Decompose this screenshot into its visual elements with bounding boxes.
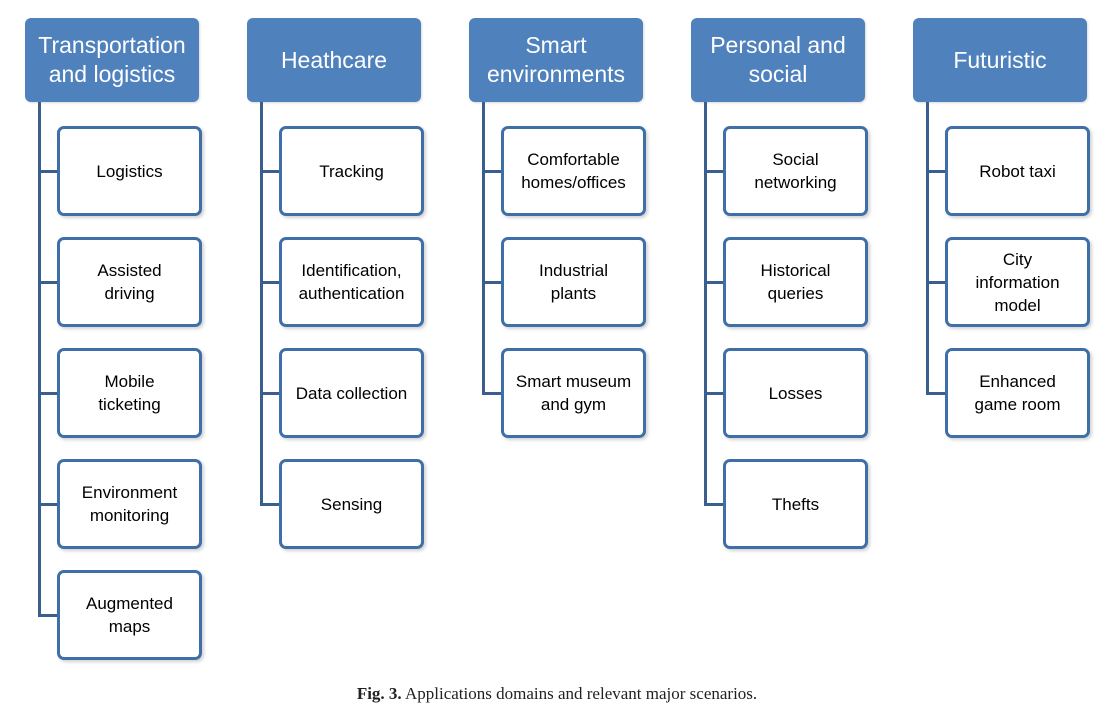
connector-branch (38, 503, 58, 506)
domain-header: Futuristic (913, 18, 1087, 102)
domain-header: Heathcare (247, 18, 421, 102)
connector-branch (38, 170, 58, 173)
connector-spine (38, 102, 41, 617)
scenario-box: Mobile ticketing (57, 348, 202, 438)
scenario-box: Tracking (279, 126, 424, 216)
scenario-box: Data collection (279, 348, 424, 438)
scenario-box: Historical queries (723, 237, 868, 327)
scenario-box: Thefts (723, 459, 868, 549)
connector-branch (38, 614, 58, 617)
domain-header: Personal and social (691, 18, 865, 102)
connector-branch (482, 281, 502, 284)
connector-spine (704, 102, 707, 506)
connector-branch (260, 170, 280, 173)
domain-header: Smart environments (469, 18, 643, 102)
connector-branch (926, 392, 946, 395)
connector-branch (260, 503, 280, 506)
connector-branch (704, 281, 724, 284)
domain-header: Transportation and logistics (25, 18, 199, 102)
figure-caption: Fig. 3. Applications domains and relevan… (0, 684, 1114, 704)
scenario-box: Logistics (57, 126, 202, 216)
scenario-box: Identification, authentication (279, 237, 424, 327)
connector-spine (926, 102, 929, 395)
connector-branch (482, 392, 502, 395)
connector-branch (926, 170, 946, 173)
connector-branch (704, 392, 724, 395)
scenario-box: City information model (945, 237, 1090, 327)
scenario-box: Assisted driving (57, 237, 202, 327)
caption-text: Applications domains and relevant major … (404, 684, 758, 703)
connector-branch (260, 392, 280, 395)
scenario-box: Augmented maps (57, 570, 202, 660)
scenario-box: Sensing (279, 459, 424, 549)
scenario-box: Losses (723, 348, 868, 438)
scenario-box: Industrial plants (501, 237, 646, 327)
scenario-box: Social networking (723, 126, 868, 216)
scenario-box: Comfortable homes/offices (501, 126, 646, 216)
scenario-box: Smart museum and gym (501, 348, 646, 438)
scenario-box: Robot taxi (945, 126, 1090, 216)
connector-branch (38, 281, 58, 284)
connector-branch (926, 281, 946, 284)
connector-spine (482, 102, 485, 395)
connector-spine (260, 102, 263, 506)
figure-label: Fig. 3. (356, 684, 402, 703)
connector-branch (704, 503, 724, 506)
connector-branch (260, 281, 280, 284)
connector-branch (704, 170, 724, 173)
connector-branch (38, 392, 58, 395)
connector-branch (482, 170, 502, 173)
scenario-box: Environment monitoring (57, 459, 202, 549)
scenario-box: Enhanced game room (945, 348, 1090, 438)
